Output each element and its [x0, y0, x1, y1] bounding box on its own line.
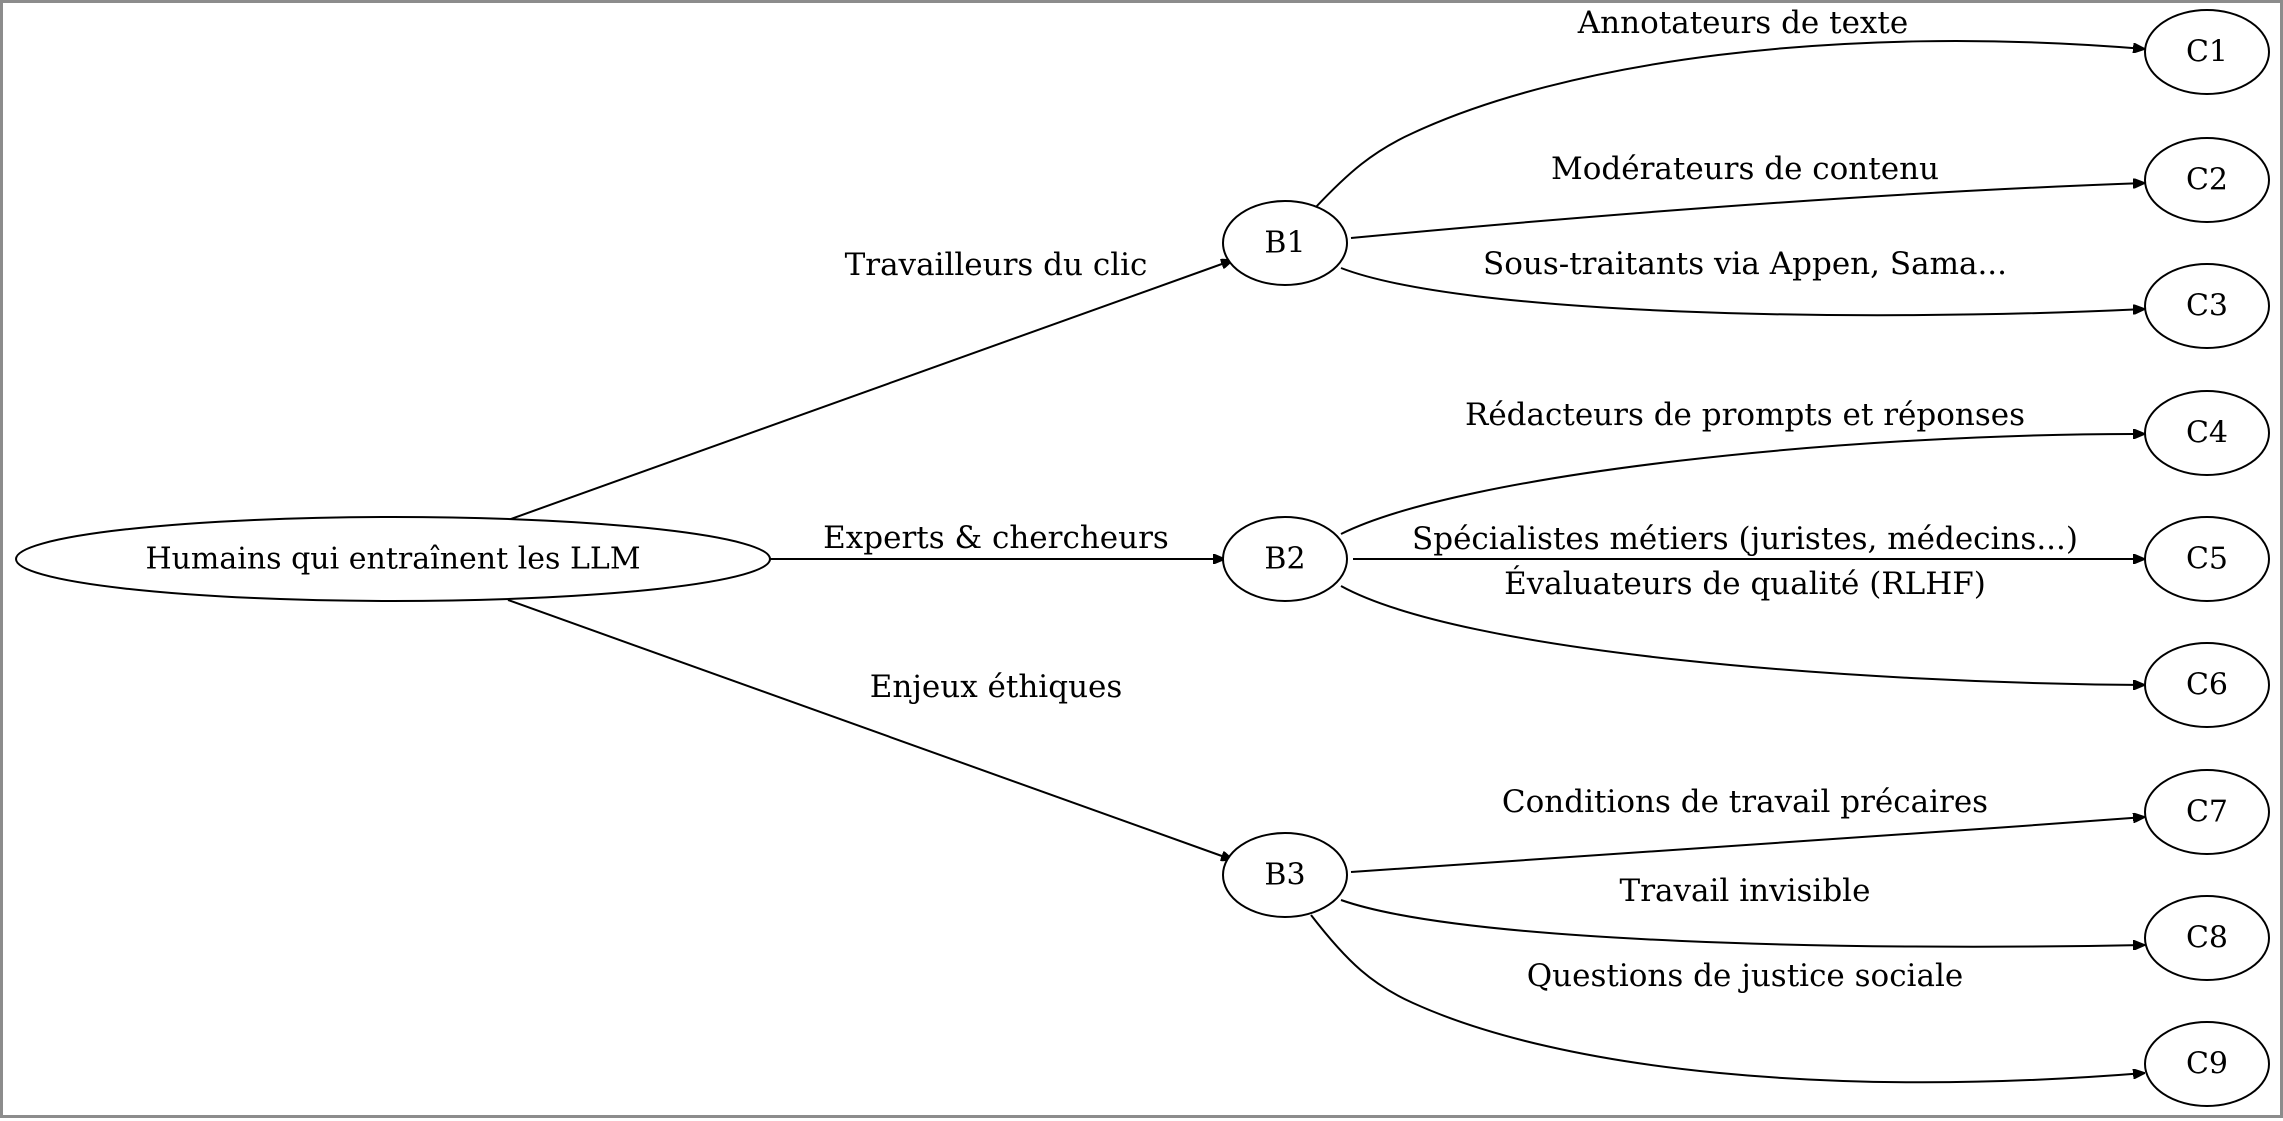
edge-label-b2-c5: Spécialistes métiers (juristes, médecins…: [1412, 521, 2078, 557]
edge-label-b1-c2: Modérateurs de contenu: [1551, 151, 1939, 187]
edge-b3-c8: [1340, 899, 2145, 947]
node-c8: C8: [2144, 895, 2270, 981]
node-c1: C1: [2144, 9, 2270, 95]
node-label-b2: B2: [1264, 542, 1305, 577]
node-label-c9: C9: [2186, 1047, 2228, 1082]
node-label-b1: B1: [1264, 226, 1305, 261]
node-c4: C4: [2144, 390, 2270, 476]
node-c7: C7: [2144, 769, 2270, 855]
node-c6: C6: [2144, 642, 2270, 728]
edge-label-root-b2: Experts & chercheurs: [823, 520, 1169, 556]
node-label-c8: C8: [2186, 921, 2228, 956]
node-label-c7: C7: [2186, 795, 2228, 830]
node-label-c5: C5: [2186, 542, 2228, 577]
edge-label-b3-c7: Conditions de travail précaires: [1502, 784, 1988, 820]
node-b2: B2: [1222, 516, 1348, 602]
node-label-c3: C3: [2186, 289, 2228, 324]
node-label-c4: C4: [2186, 416, 2228, 451]
node-label-c1: C1: [2186, 35, 2228, 70]
edge-label-root-b1: Travailleurs du clic: [845, 247, 1148, 283]
edge-label-b1-c3: Sous-traitants via Appen, Sama...: [1483, 246, 2007, 282]
edge-b1-c1: [1314, 40, 2145, 209]
edge-root-b1: [507, 260, 1233, 521]
node-label-c6: C6: [2186, 668, 2228, 703]
node-c2: C2: [2144, 137, 2270, 223]
node-label-c2: C2: [2186, 163, 2228, 198]
node-c3: C3: [2144, 263, 2270, 349]
node-label-root: Humains qui entraînent les LLM: [145, 542, 640, 577]
edge-b3-c9: [1310, 914, 2145, 1084]
edge-root-b3: [507, 599, 1233, 860]
edge-b2-c4: [1340, 434, 2145, 535]
edge-b1-c3: [1340, 267, 2145, 317]
edge-label-b3-c8: Travail invisible: [1620, 873, 1871, 909]
nodes: Humains qui entraînent les LLM B1 B2 B3 …: [15, 9, 2270, 1107]
node-c9: C9: [2144, 1021, 2270, 1107]
edge-b1-c2: [1350, 183, 2145, 239]
edge-label-b2-c4: Rédacteurs de prompts et réponses: [1465, 397, 2025, 433]
node-root: Humains qui entraînent les LLM: [15, 516, 771, 602]
node-label-b3: B3: [1264, 858, 1305, 893]
node-b3: B3: [1222, 832, 1348, 918]
tree-diagram: Travailleurs du clic Experts & chercheur…: [15, 5, 2270, 1107]
node-b1: B1: [1222, 200, 1348, 286]
edge-label-b3-c9: Questions de justice sociale: [1527, 958, 1963, 994]
edge-labels: Travailleurs du clic Experts & chercheur…: [823, 5, 2078, 994]
edge-label-b1-c1: Annotateurs de texte: [1577, 5, 1908, 41]
edge-label-root-b3: Enjeux éthiques: [870, 669, 1123, 705]
edges: [507, 40, 2145, 1084]
node-c5: C5: [2144, 516, 2270, 602]
edge-b3-c7: [1350, 817, 2145, 873]
edge-label-b2-c6: Évaluateurs de qualité (RLHF): [1504, 564, 1986, 602]
edge-b2-c6: [1340, 585, 2145, 685]
